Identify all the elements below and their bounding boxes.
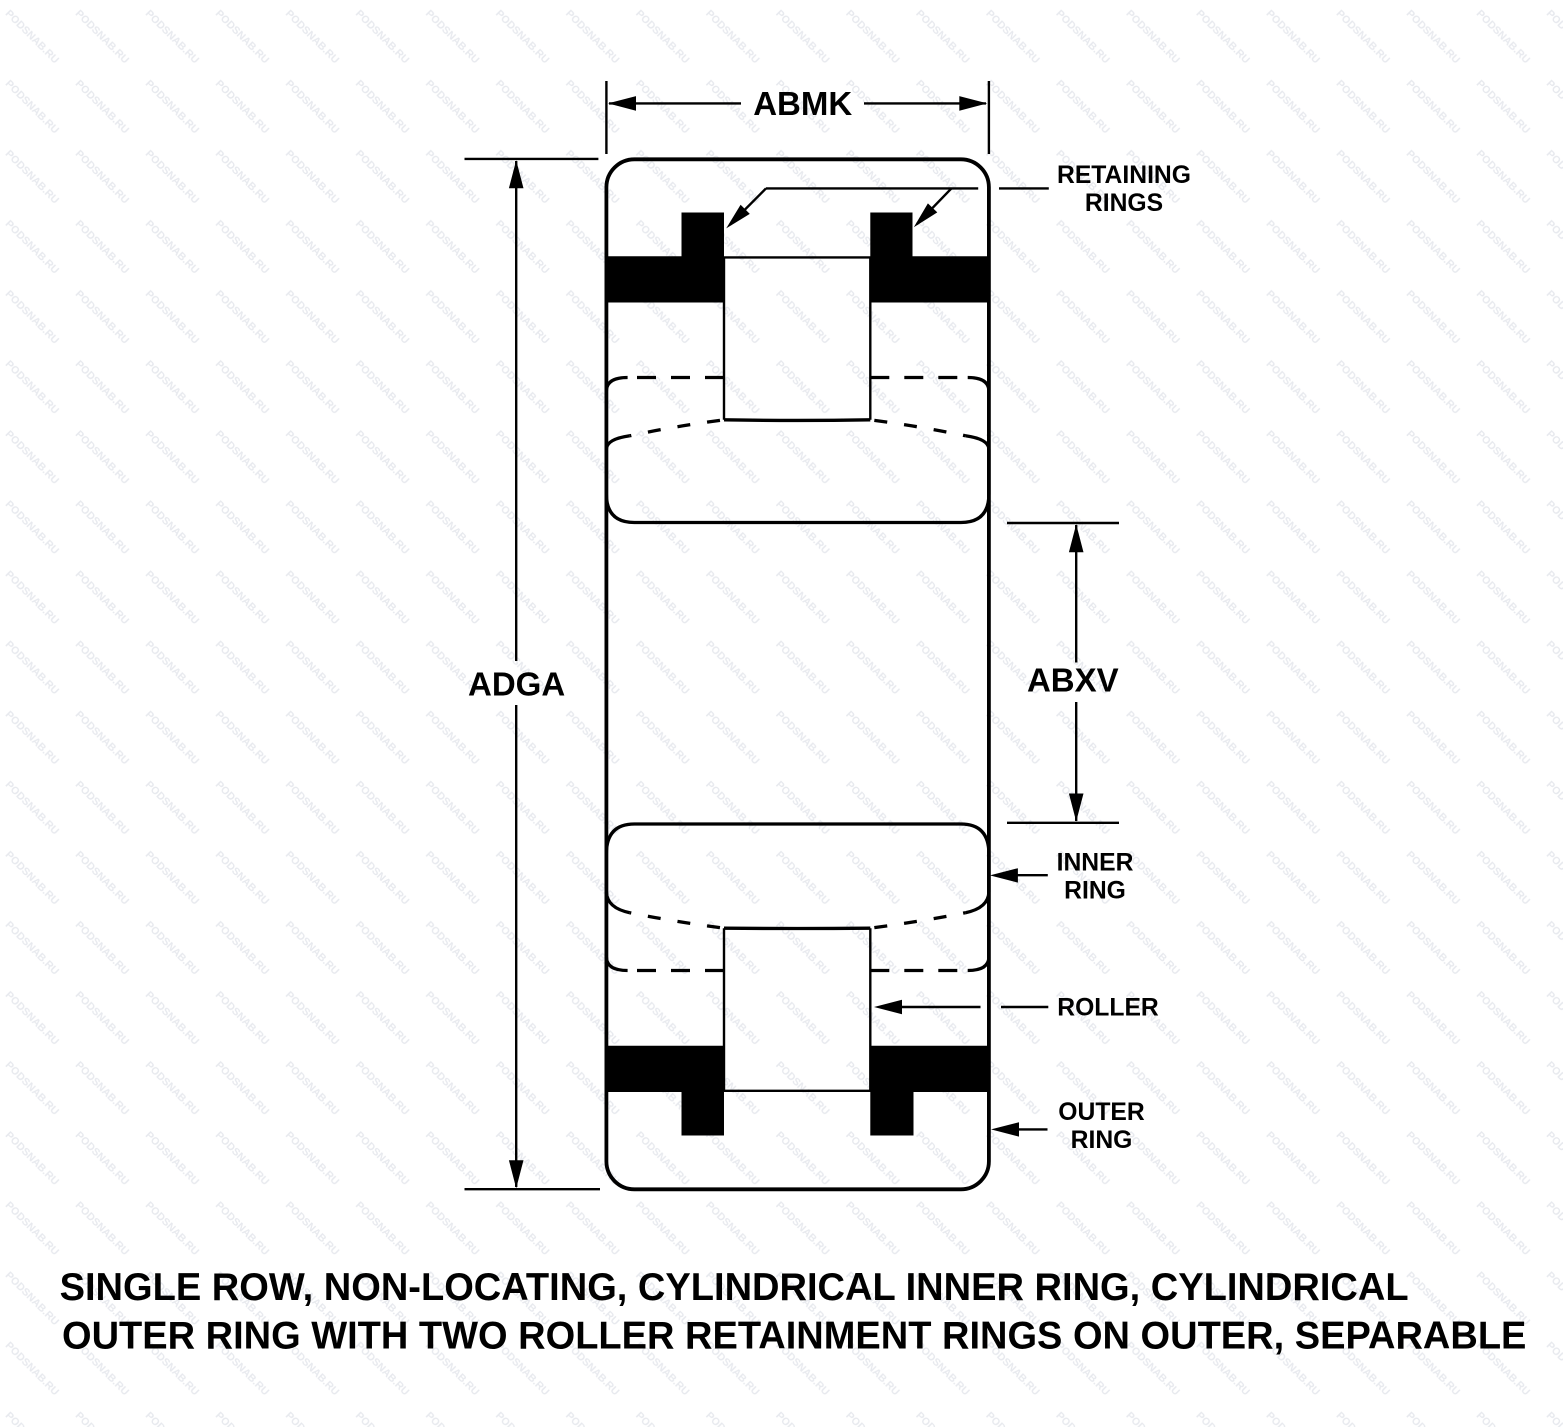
svg-text:OUTER: OUTER <box>1058 1099 1145 1126</box>
svg-text:INNER: INNER <box>1057 849 1134 876</box>
svg-text:RINGS: RINGS <box>1085 190 1163 217</box>
svg-text:OUTER RING WITH TWO ROLLER RET: OUTER RING WITH TWO ROLLER RETAINMENT RI… <box>62 1315 1526 1358</box>
svg-text:ABXV: ABXV <box>1027 662 1119 699</box>
svg-text:SINGLE ROW, NON-LOCATING, CYLI: SINGLE ROW, NON-LOCATING, CYLINDRICAL IN… <box>60 1266 1409 1309</box>
svg-text:RING: RING <box>1071 1127 1133 1154</box>
svg-text:ROLLER: ROLLER <box>1057 995 1159 1022</box>
svg-text:ABMK: ABMK <box>753 85 852 122</box>
svg-text:RETAINING: RETAINING <box>1057 162 1191 189</box>
svg-text:ADGA: ADGA <box>468 666 565 703</box>
svg-text:RING: RING <box>1064 878 1126 905</box>
